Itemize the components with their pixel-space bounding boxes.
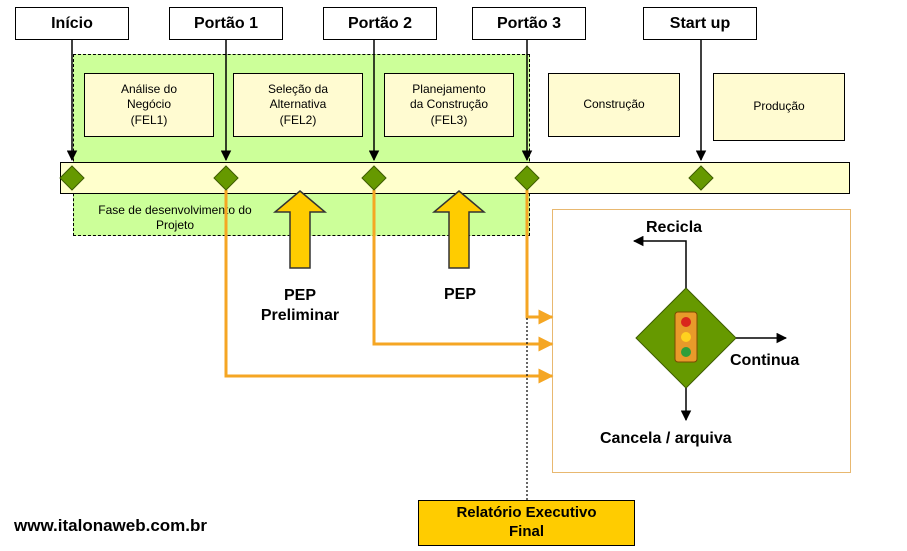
phase-construcao: Construção [548, 73, 680, 137]
continua-label: Continua [730, 352, 800, 369]
phase-fel1-label: Análise do Negócio (FEL1) [120, 81, 178, 127]
phase-fel3: Planejamento da Construção (FEL3) [384, 73, 514, 137]
phase-producao: Produção [713, 73, 845, 141]
cancela-label: Cancela / arquiva [600, 430, 732, 447]
pep-preliminar-label: PEP Preliminar [260, 287, 340, 324]
gate-pointers [66, 40, 707, 162]
gate-portao-3: Portão 3 [472, 7, 586, 40]
phase-fel3-label: Planejamento da Construção (FEL3) [409, 81, 489, 127]
gate-start-up-label: Start up [669, 14, 731, 32]
phase-construcao-label: Construção [583, 97, 645, 112]
recicla-label: Recicla [646, 219, 703, 236]
recicla-arrow [632, 235, 687, 288]
gate-portao-1: Portão 1 [169, 7, 283, 40]
gate-inicio-label: Início [51, 14, 93, 32]
gate-portao-2: Portão 2 [323, 7, 437, 40]
traffic-light-icon [674, 311, 698, 363]
phase-fel2: Seleção da Alternativa (FEL2) [233, 73, 363, 137]
timeline-diamonds [59, 165, 714, 191]
gate-start-up: Start up [643, 7, 757, 40]
gate-portao-1-label: Portão 1 [193, 14, 258, 32]
gate-portao-2-label: Portão 2 [347, 14, 412, 32]
report-box: Relatório Executivo Final [418, 500, 635, 546]
gate-portao-3-label: Portão 3 [496, 14, 561, 32]
report-label: Relatório Executivo Final [456, 504, 597, 540]
fel-phase-label: Fase de desenvolvimento do Projeto [98, 203, 252, 232]
timeline-bar [60, 162, 850, 194]
pep-big-arrows [272, 190, 487, 269]
website-label: www.italonaweb.com.br [14, 516, 208, 535]
phase-fel1: Análise do Negócio (FEL1) [84, 73, 214, 137]
gate-inicio: Início [15, 7, 129, 40]
pep-label: PEP [443, 286, 476, 303]
orange-feedback-arrows [224, 190, 554, 384]
phase-producao-label: Produção [753, 99, 805, 114]
phase-fel2-label: Seleção da Alternativa (FEL2) [267, 81, 329, 127]
